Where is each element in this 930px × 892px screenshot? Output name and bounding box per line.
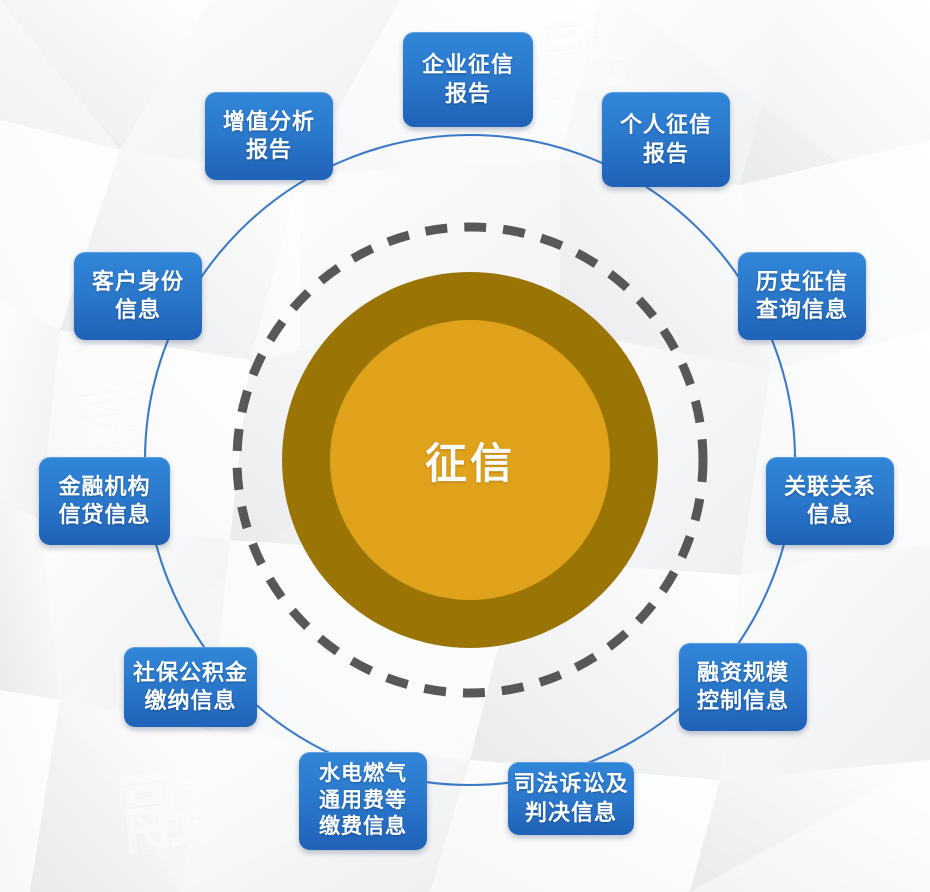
node-label-line: 个人征信 — [619, 112, 712, 138]
node-financial-institution-credit[interactable]: 金融机构信贷信息 — [39, 457, 170, 545]
node-label-line: 社保公积金 — [132, 659, 248, 685]
node-label-line: 关联关系 — [783, 473, 876, 499]
node-label-line: 企业征信 — [421, 52, 514, 78]
node-label-line: 报告 — [245, 137, 292, 162]
node-label-line: 缴费信息 — [319, 815, 407, 839]
core-inner-circle — [330, 320, 610, 600]
node-label-line: 信贷信息 — [58, 502, 151, 527]
node-label-line: 增值分析 — [222, 108, 315, 134]
node-financing-scale-control[interactable]: 融资规模控制信息 — [679, 643, 807, 731]
node-enterprise-credit-report[interactable]: 企业征信报告 — [403, 32, 533, 127]
node-label-line: 通用费等 — [319, 788, 407, 812]
node-judicial-litigation-judgement[interactable]: 司法诉讼及判决信息 — [508, 762, 634, 835]
core-label: 征信 — [424, 439, 515, 487]
node-related-party-relationship[interactable]: 关联关系信息 — [766, 457, 894, 545]
node-label-line: 查询信息 — [755, 297, 848, 322]
node-label-line: 缴纳信息 — [144, 688, 237, 713]
node-label-line: 信息 — [114, 297, 161, 322]
dashed-ring — [232, 222, 708, 698]
node-label-line: 历史征信 — [755, 268, 848, 294]
node-utility-payment-info[interactable]: 水电燃气通用费等缴费信息 — [299, 752, 427, 850]
node-label-line: 控制信息 — [696, 688, 789, 713]
node-label-line: 信息 — [806, 502, 853, 527]
node-label-line: 客户身份 — [91, 268, 184, 294]
node-label-line: 融资规模 — [696, 659, 789, 685]
node-historical-credit-query[interactable]: 历史征信查询信息 — [738, 252, 866, 340]
node-personal-credit-report[interactable]: 个人征信报告 — [602, 92, 730, 187]
node-value-added-analysis-report[interactable]: 增值分析报告 — [205, 92, 333, 180]
node-label-line: 报告 — [642, 140, 689, 166]
node-customer-identity-info[interactable]: 客户身份信息 — [74, 252, 202, 340]
node-label-line: 报告 — [444, 80, 491, 106]
node-label-line: 判决信息 — [524, 799, 617, 825]
node-label-line: 水电燃气 — [319, 761, 407, 785]
node-label-line: 金融机构 — [58, 473, 151, 499]
node-social-security-fund[interactable]: 社保公积金缴纳信息 — [124, 647, 257, 727]
node-label-line: 司法诉讼及 — [513, 771, 629, 797]
